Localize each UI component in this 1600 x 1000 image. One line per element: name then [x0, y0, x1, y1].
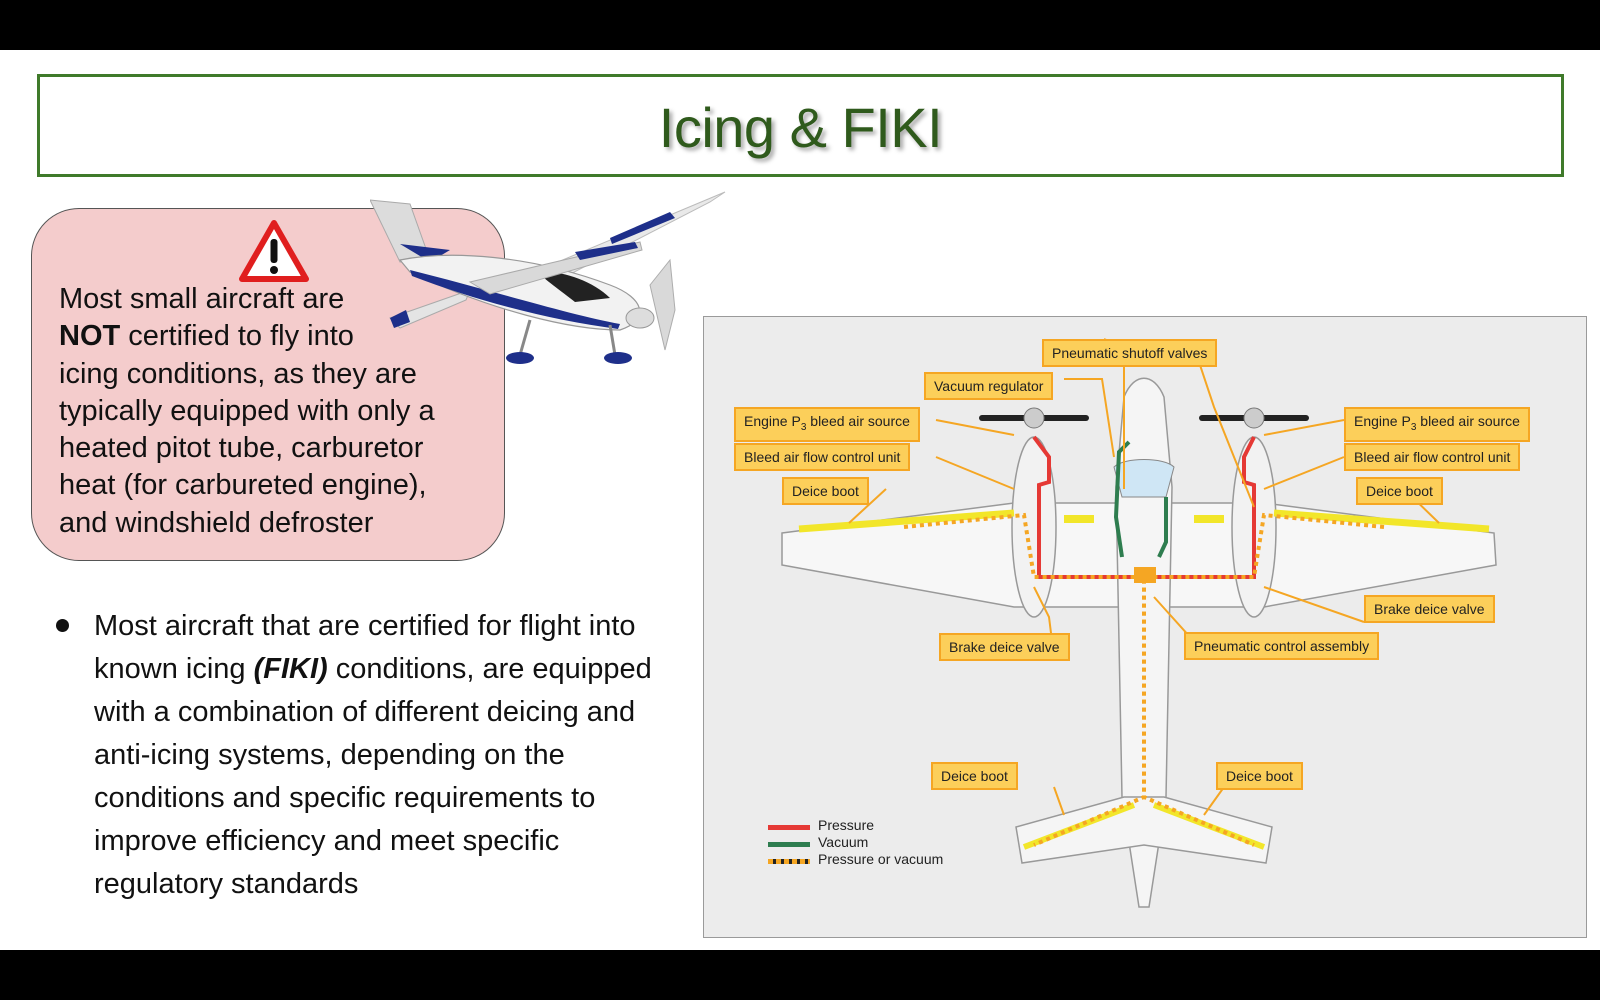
- title-box: Icing & FIKI: [37, 74, 1564, 177]
- warning-line: NOT certified to fly into: [59, 318, 479, 355]
- callout-deice-boot-right-wing: Deice boot: [1356, 477, 1443, 505]
- callout-pneumatic-shutoff-valves: Pneumatic shutoff valves: [1042, 339, 1218, 367]
- legend-swatch-pressure-or-vacuum: [768, 859, 810, 864]
- callout-text: bleed air source: [1416, 413, 1520, 429]
- small-aircraft-image: [370, 191, 726, 364]
- callout-text: Engine P: [1354, 413, 1411, 429]
- callout-text: bleed air source: [806, 413, 910, 429]
- callout-brake-deice-right: Brake deice valve: [1364, 595, 1495, 623]
- callout-bleed-flow-left: Bleed air flow control unit: [734, 443, 911, 471]
- warning-line: heat (for carbureted engine),: [59, 469, 427, 502]
- callout-brake-deice-left: Brake deice valve: [939, 633, 1070, 661]
- bullet-dot: [56, 619, 69, 632]
- callout-engine-bleed-air-right: Engine P3 bleed air source: [1344, 407, 1530, 442]
- callout-pneumatic-control-assembly: Pneumatic control assembly: [1184, 632, 1380, 660]
- warning-line: icing conditions, as they are: [59, 357, 417, 390]
- slide: Icing & FIKI Most small aircraft are NOT…: [0, 50, 1600, 950]
- bullet-text: Most aircraft that are certified for fli…: [94, 605, 694, 906]
- callout-engine-bleed-air-left: Engine P3 bleed air source: [734, 407, 920, 442]
- not-emphasis: NOT: [59, 320, 121, 353]
- legend-label-pressure-or-vacuum: Pressure or vacuum: [818, 851, 944, 867]
- callout-bleed-flow-right: Bleed air flow control unit: [1344, 443, 1521, 471]
- warning-text: Most small aircraft are NOT certified to…: [59, 281, 479, 542]
- legend-label-pressure: Pressure: [818, 817, 875, 833]
- callout-subscript: 3: [800, 421, 807, 433]
- callout-deice-boot-left-wing: Deice boot: [782, 477, 869, 505]
- legend-swatch-pressure: [768, 825, 810, 830]
- warning-line: typically equipped with only a: [59, 394, 435, 427]
- warning-line: Most small aircraft are: [59, 283, 345, 315]
- warning-triangle-icon: [239, 220, 309, 282]
- callout-subscript: 3: [1410, 421, 1417, 433]
- bullet-text-part: conditions, are equipped with a combinat…: [94, 653, 652, 900]
- bullet-text-part: Most aircraft that are certified for fli…: [94, 610, 636, 685]
- callout-vacuum-regulator: Vacuum regulator: [924, 372, 1054, 400]
- warning-line: and windshield defroster: [59, 506, 374, 539]
- deice-system-diagram: Pneumatic shutoff valves Vacuum regulato…: [703, 316, 1587, 938]
- fiki-emphasis: (FIKI): [253, 653, 328, 685]
- warning-line-rest: certified to fly into: [120, 320, 354, 353]
- slide-title: Icing & FIKI: [658, 96, 943, 159]
- twin-aircraft-schematic: [781, 338, 1497, 908]
- warning-line: heated pitot tube, carburetor: [59, 432, 424, 465]
- callout-deice-boot-right-tail: Deice boot: [1216, 762, 1303, 790]
- callout-deice-boot-left-tail: Deice boot: [931, 762, 1018, 790]
- callout-text: Engine P: [744, 413, 801, 429]
- legend-label-vacuum: Vacuum: [818, 834, 869, 850]
- legend-swatch-vacuum: [768, 842, 810, 847]
